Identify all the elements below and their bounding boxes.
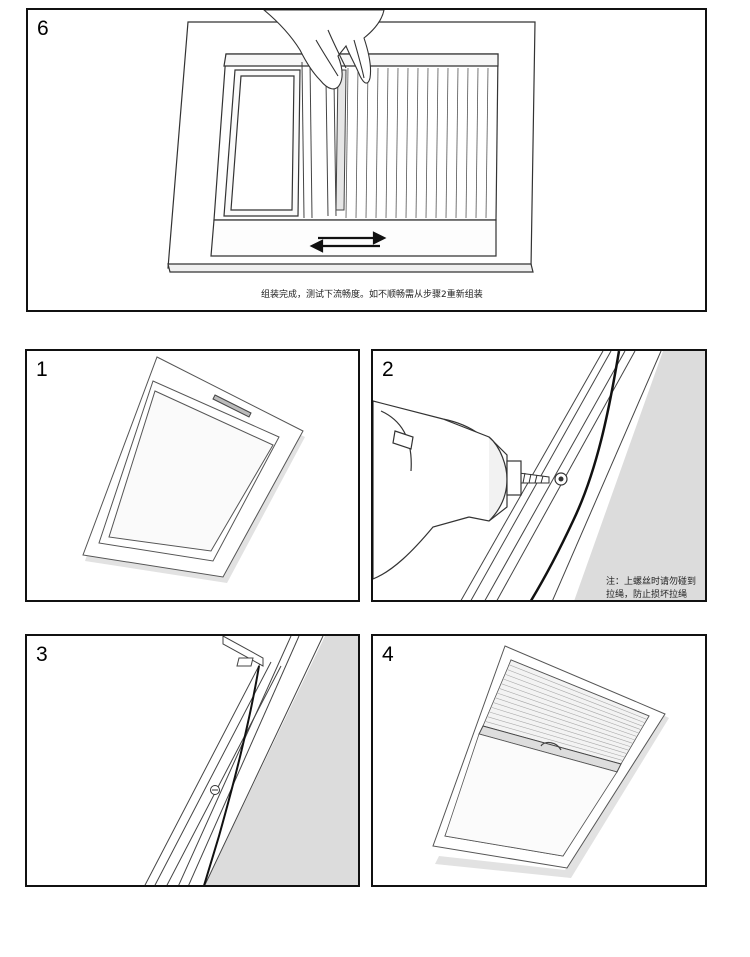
blind-pleat bbox=[484, 720, 624, 761]
step-4-panel: 4 bbox=[371, 634, 707, 887]
blind-pleat bbox=[500, 683, 640, 734]
blind-pleat bbox=[355, 67, 359, 219]
screw-warning-note: 注：上螺丝时请勿碰到 拉绳，防止损坏拉绳 bbox=[606, 576, 697, 600]
note-line-2: 拉绳，防止损坏拉绳 bbox=[606, 590, 688, 600]
step-number: 2 bbox=[382, 358, 394, 381]
blind-pleat bbox=[425, 67, 429, 219]
blind-pleat bbox=[375, 67, 379, 219]
step-number: 1 bbox=[36, 358, 48, 381]
step-number: 6 bbox=[37, 17, 49, 40]
blind-pleat bbox=[506, 669, 646, 724]
step-3-panel: 3 bbox=[25, 634, 360, 887]
blind-pleat bbox=[345, 67, 349, 219]
blind-pleat bbox=[485, 67, 489, 219]
blind-pleat bbox=[435, 67, 439, 219]
blind-pleat bbox=[365, 67, 369, 219]
step-2-panel: 2 bbox=[371, 349, 707, 602]
finished-window-blind-illustration bbox=[432, 645, 669, 878]
step-number: 3 bbox=[36, 643, 48, 666]
blind-pleat bbox=[490, 706, 630, 751]
step-6-caption: 组装完成，测试下流畅度。如不顺畅需从步骤2重新组装 bbox=[261, 290, 483, 300]
blind-pleat bbox=[492, 702, 632, 748]
blind-pleat bbox=[465, 67, 469, 219]
window-frame-illustration bbox=[82, 356, 305, 583]
blind-pleat bbox=[488, 711, 628, 755]
blind-pleat bbox=[475, 67, 479, 219]
blind-pleat bbox=[498, 688, 638, 737]
track-install-illustration bbox=[144, 636, 358, 885]
blind-pleat bbox=[504, 673, 644, 727]
blind-pleat bbox=[508, 664, 648, 720]
assembly-test-illustration bbox=[167, 10, 536, 273]
screw-drilling-illustration bbox=[373, 351, 705, 600]
blind-pleat bbox=[486, 716, 626, 758]
blind-pleat bbox=[415, 67, 419, 219]
blind-pleat bbox=[445, 67, 449, 219]
blind-pleat bbox=[385, 67, 389, 219]
step-number: 4 bbox=[382, 643, 394, 666]
blind-pleat bbox=[496, 692, 636, 741]
blind-pleat bbox=[455, 67, 459, 219]
blind-pleat bbox=[502, 678, 642, 730]
step-6-panel: 6 bbox=[26, 8, 707, 312]
blind-pleat bbox=[395, 67, 399, 219]
note-line-1: 注：上螺丝时请勿碰到 bbox=[606, 577, 697, 587]
step-1-panel: 1 bbox=[25, 349, 360, 602]
blind-pleat bbox=[494, 697, 634, 744]
blind-pleat bbox=[405, 67, 409, 219]
